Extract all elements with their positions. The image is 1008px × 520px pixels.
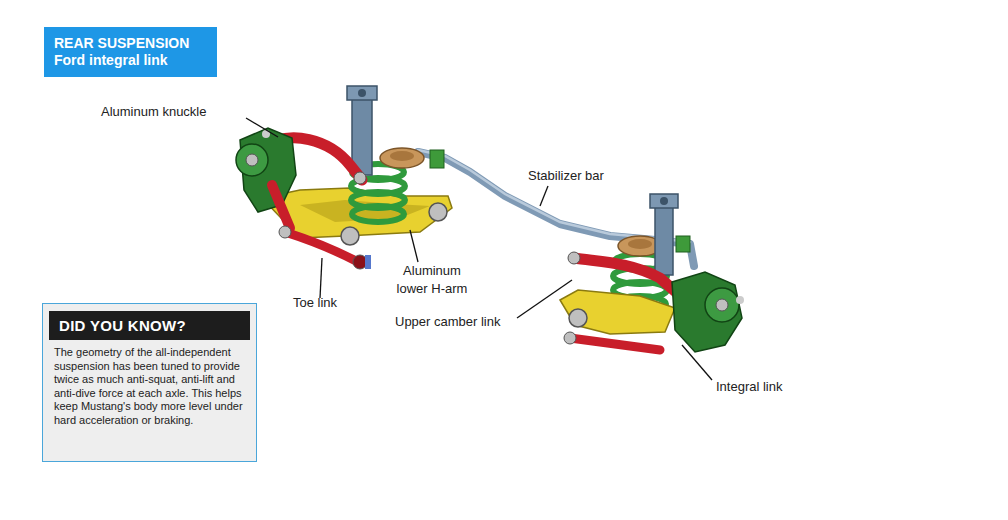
- title-subheading: Ford integral link: [54, 52, 207, 69]
- right-upper-camber-link: [568, 252, 676, 292]
- right-spring-seat-part: [628, 239, 652, 249]
- info-body-text: The geometry of the all-independent susp…: [49, 340, 250, 428]
- left-toe-link-part: [279, 226, 291, 238]
- right-shock-absorber-part: [655, 205, 673, 275]
- leader-line-part: [410, 230, 418, 262]
- leader-line-part: [682, 345, 712, 380]
- part-label: Toe link: [293, 294, 363, 312]
- info-heading: DID YOU KNOW?: [49, 311, 250, 340]
- right-aluminum-knuckle-part: [716, 299, 728, 311]
- leader-line: [246, 118, 712, 380]
- stabilizer-bar-part: [430, 150, 444, 168]
- stabilizer-bar-part: [676, 236, 690, 252]
- left-spring-seat-part: [390, 151, 414, 161]
- part-label: Stabilizer bar: [528, 167, 638, 185]
- stabilizer-bar-part: [418, 150, 690, 242]
- part-label: Upper camber link: [395, 313, 525, 331]
- right-aluminum-knuckle-part: [672, 272, 742, 352]
- leader-line-part: [540, 186, 548, 206]
- left-toe-link-part: [285, 232, 358, 262]
- right-lower-links-part: [570, 338, 660, 350]
- left-lower-h-arm-part: [300, 200, 430, 222]
- part-label: Integral link: [716, 378, 816, 396]
- right-aluminum-knuckle-part: [736, 296, 744, 304]
- right-upper-camber-link-part: [574, 258, 676, 292]
- stabilizer-bar-part: [418, 152, 694, 266]
- right-shock-absorber: [650, 194, 678, 275]
- part-label: Aluminum knuckle: [101, 103, 251, 121]
- left-integral-link: [272, 185, 290, 228]
- right-lower-arm-part: [569, 309, 587, 327]
- left-coil-spring: [351, 164, 405, 222]
- right-lower-arm: [560, 290, 675, 334]
- leader-line-part: [246, 118, 278, 137]
- left-coil-spring-part: [352, 206, 404, 222]
- left-aluminum-knuckle: [236, 128, 296, 212]
- part-label: Aluminum lower H-arm: [392, 262, 472, 298]
- left-toe-link-part: [365, 255, 371, 269]
- right-lower-arm-part: [560, 290, 675, 334]
- left-upper-camber-link-part: [354, 172, 366, 184]
- right-upper-camber-link-part: [568, 252, 580, 264]
- left-spring-seat-part: [380, 148, 424, 168]
- right-lower-links: [564, 332, 660, 350]
- left-lower-h-arm-part: [429, 203, 447, 221]
- right-aluminum-knuckle: [672, 272, 744, 352]
- left-integral-link-part: [272, 185, 290, 228]
- right-shock-absorber-part: [660, 197, 668, 205]
- left-shock-absorber-part: [358, 89, 366, 97]
- left-toe-link: [279, 226, 371, 269]
- right-shock-absorber-part: [650, 194, 678, 208]
- left-aluminum-knuckle-part: [246, 154, 258, 166]
- left-shock-absorber-part: [347, 86, 377, 100]
- title-heading: REAR SUSPENSION: [54, 35, 207, 52]
- right-lower-links-part: [564, 332, 576, 344]
- leader-line-part: [517, 280, 572, 318]
- left-toe-link-part: [353, 255, 367, 269]
- stabilizer-bar: [418, 150, 694, 266]
- title-box: REAR SUSPENSIONFord integral link: [44, 27, 217, 77]
- leader-line-part: [320, 258, 322, 298]
- right-aluminum-knuckle-part: [705, 288, 739, 322]
- left-spring-seat: [380, 148, 424, 168]
- left-lower-h-arm-part: [341, 227, 359, 245]
- left-aluminum-knuckle-part: [236, 144, 268, 176]
- info-box: DID YOU KNOW?The geometry of the all-ind…: [42, 303, 257, 462]
